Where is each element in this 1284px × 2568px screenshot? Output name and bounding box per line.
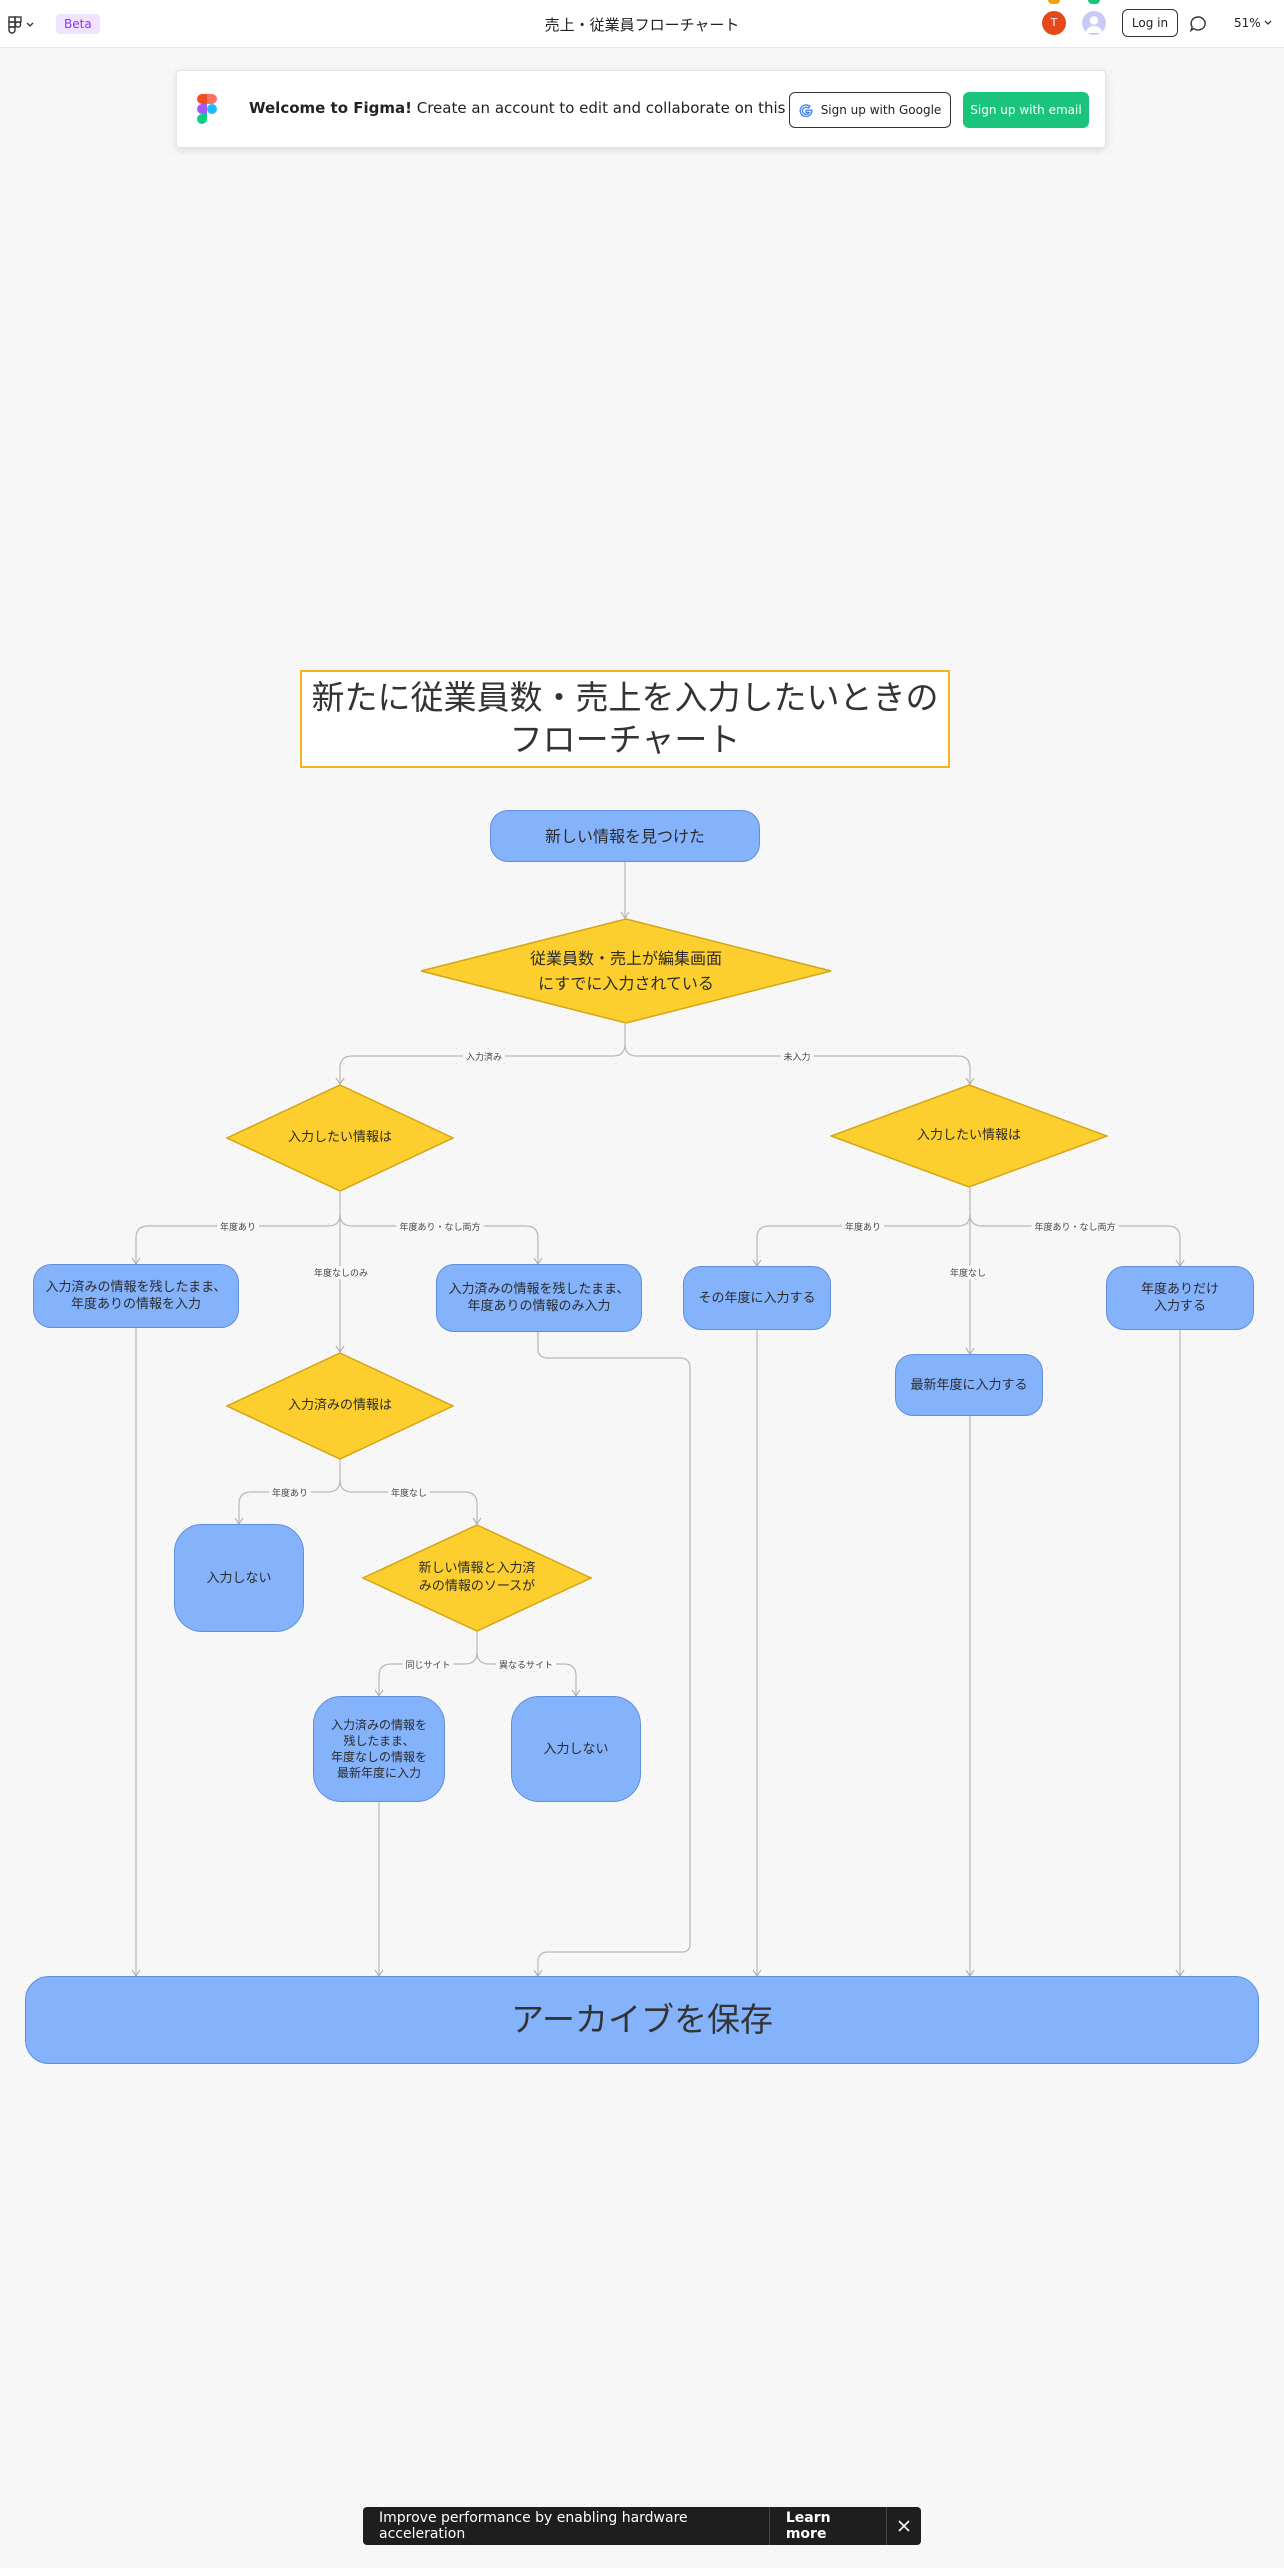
anonymous-avatar[interactable] xyxy=(1082,11,1106,35)
top-toolbar: Beta 売上・従業員フローチャート T Log in 51% xyxy=(0,0,1284,48)
edge-label: 年度あり・なし両方 xyxy=(1031,1220,1119,1233)
document-title[interactable]: 売上・従業員フローチャート xyxy=(544,16,740,34)
edge-label: 年度あり・なし両方 xyxy=(396,1220,484,1233)
edge-label: 年度なし xyxy=(946,1266,990,1279)
presence-indicator xyxy=(1088,0,1100,4)
user-avatar[interactable]: T xyxy=(1042,11,1066,35)
close-toast-button[interactable] xyxy=(886,2507,921,2545)
diamond-shape xyxy=(830,1084,1108,1188)
edge-label: 年度あり xyxy=(216,1220,260,1233)
decision-input-type-right[interactable]: 入力したい情報は xyxy=(830,1084,1108,1188)
welcome-banner: Welcome to Figma! Create an account to e… xyxy=(176,70,1106,148)
zoom-level: 51% xyxy=(1234,16,1261,30)
decision-source-site[interactable]: 新しい情報と入力済 みの情報のソースが xyxy=(362,1524,592,1632)
toast-message: Improve performance by enabling hardware… xyxy=(379,2510,688,2542)
diamond-shape xyxy=(226,1084,454,1192)
person-icon xyxy=(1086,16,1102,33)
decision-label: 新しい情報と入力済 みの情報のソースが xyxy=(418,1561,536,1594)
figma-menu-icon xyxy=(8,16,22,34)
login-button[interactable]: Log in xyxy=(1122,9,1178,37)
node-keep-add-year[interactable]: 入力済みの情報を残したまま、 年度ありの情報を入力 xyxy=(33,1264,239,1328)
zoom-menu[interactable]: 51% xyxy=(1234,16,1272,30)
node-keep-add-year-only[interactable]: 入力済みの情報を残したまま、 年度ありの情報のみ入力 xyxy=(436,1264,642,1332)
presence-indicator xyxy=(1048,0,1060,4)
diamond-shape xyxy=(420,918,832,1024)
sign-up-email-button[interactable]: Sign up with email xyxy=(963,92,1089,128)
edge-label: 年度あり xyxy=(841,1220,885,1233)
comment-button[interactable] xyxy=(1188,14,1208,34)
decision-already-entered[interactable]: 従業員数・売上が編集画面 にすでに入力されている xyxy=(420,918,832,1024)
archive-node[interactable]: アーカイブを保存 xyxy=(25,1976,1259,2064)
node-input-that-year[interactable]: その年度に入力する xyxy=(683,1266,831,1330)
figma-logo-icon xyxy=(197,94,217,124)
edge-label: 年度なしのみ xyxy=(310,1266,372,1279)
sign-up-google-button[interactable]: Sign up with Google xyxy=(789,92,951,128)
main-menu-button[interactable] xyxy=(8,14,42,36)
welcome-description: Create an account to edit and collaborat… xyxy=(416,99,818,117)
edge-label: 同じサイト xyxy=(402,1658,454,1671)
decision-label: 入力済みの情報は xyxy=(287,1398,392,1413)
close-icon xyxy=(898,2520,910,2532)
edge-label: 入力済み xyxy=(462,1050,506,1063)
edge-label: 未入力 xyxy=(780,1050,814,1063)
edge-label: 年度あり xyxy=(268,1486,312,1499)
learn-more-button[interactable]: Learn more xyxy=(768,2507,886,2545)
node-no-input-2[interactable]: 入力しない xyxy=(511,1696,641,1802)
diamond-shape xyxy=(226,1352,454,1460)
comment-icon xyxy=(1189,16,1206,33)
decision-existing-info[interactable]: 入力済みの情報は xyxy=(226,1352,454,1460)
hardware-acceleration-toast: Improve performance by enabling hardware… xyxy=(363,2507,921,2545)
decision-input-type-left[interactable]: 入力したい情報は xyxy=(226,1084,454,1192)
decision-label: 入力したい情報は xyxy=(287,1130,392,1145)
node-year-only[interactable]: 年度ありだけ 入力する xyxy=(1106,1266,1254,1330)
beta-badge: Beta xyxy=(56,14,100,34)
node-no-input-1[interactable]: 入力しない xyxy=(174,1524,304,1632)
decision-label: 入力したい情報は xyxy=(916,1128,1021,1143)
google-button-label: Sign up with Google xyxy=(820,103,942,117)
edge-label: 年度なし xyxy=(387,1486,431,1499)
node-input-latest-year[interactable]: 最新年度に入力する xyxy=(895,1354,1043,1416)
chevron-down-icon xyxy=(1264,20,1272,25)
welcome-title: Welcome to Figma! xyxy=(249,99,412,117)
chevron-down-icon xyxy=(26,22,34,27)
flowchart-title[interactable]: 新たに従業員数・売上を入力したいときの フローチャート xyxy=(300,670,950,768)
welcome-message: Welcome to Figma! Create an account to e… xyxy=(249,99,818,117)
start-node[interactable]: 新しい情報を見つけた xyxy=(490,810,760,862)
edge-label: 異なるサイト xyxy=(495,1658,557,1671)
node-keep-latest-year[interactable]: 入力済みの情報を 残したまま、 年度なしの情報を 最新年度に入力 xyxy=(313,1696,445,1802)
google-icon xyxy=(799,104,813,117)
decision-label: 従業員数・売上が編集画面 にすでに入力されている xyxy=(529,949,722,993)
diamond-shape xyxy=(362,1524,592,1632)
